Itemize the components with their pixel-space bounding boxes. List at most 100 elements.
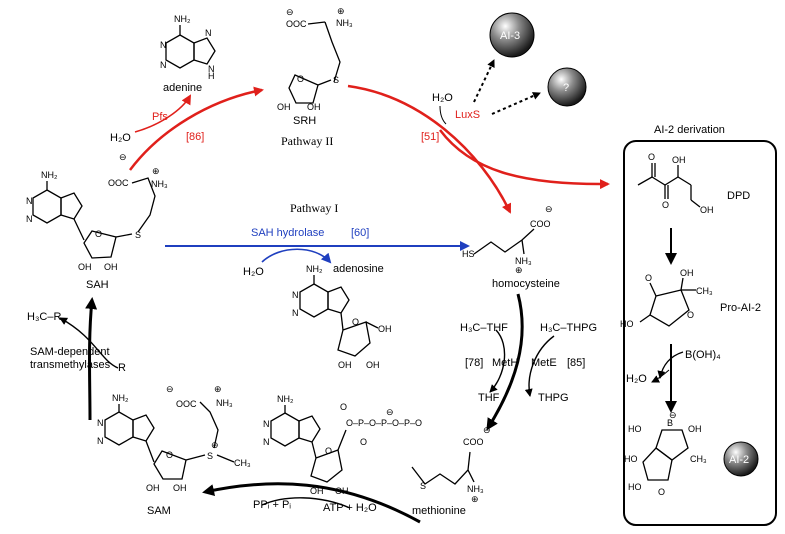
- adenosine-label: adenosine: [333, 263, 384, 275]
- svg-text:N: N: [160, 60, 167, 70]
- ref51-label: [51]: [421, 131, 439, 143]
- srh-structure: ⊖ OOC ⊕ NH₃ S O OH OH: [277, 6, 353, 112]
- svg-text:NH₂: NH₂: [112, 393, 129, 403]
- svg-text:O: O: [340, 402, 347, 412]
- svg-text:CH₃: CH₃: [690, 454, 707, 464]
- svg-text:OH: OH: [173, 483, 187, 493]
- svg-text:N: N: [292, 290, 299, 300]
- svg-text:NH₂: NH₂: [277, 394, 294, 404]
- atp-h2o-label: ATP + H₂O: [323, 502, 377, 514]
- svg-text:HO: HO: [628, 424, 642, 434]
- arrow-sam-to-sah: [85, 297, 98, 421]
- boron-reagent-label: B(OH)₄: [685, 349, 721, 361]
- adenosine-structure: NH₂ N N O OH OH OH: [292, 264, 392, 370]
- pathway-2-label: Pathway II: [281, 134, 333, 148]
- svg-text:HO: HO: [628, 482, 642, 492]
- svg-text:NH₂: NH₂: [306, 264, 323, 274]
- ai3-label: AI-3: [500, 30, 520, 42]
- svg-text:N: N: [208, 64, 215, 74]
- panel-title: AI-2 derivation: [654, 124, 725, 136]
- methionine-label: methionine: [412, 505, 466, 517]
- svg-text:OH: OH: [338, 360, 352, 370]
- svg-text:⊖: ⊖: [545, 204, 553, 214]
- svg-text:S: S: [207, 451, 213, 461]
- ai2-borate-structure: B ⊖ HO OH HO CH₃ HO O: [624, 410, 707, 497]
- h3c-r-label: H₃C–R: [27, 311, 61, 323]
- svg-text:N: N: [263, 437, 270, 447]
- unknown-sphere: [547, 67, 587, 107]
- dotted-arrow-ai3: [473, 59, 495, 103]
- svg-text:S: S: [135, 230, 141, 240]
- atp-structure: NH₂ N N O O–P–O–P–O–P–O ⊖ O O OH OH: [263, 394, 422, 496]
- svg-text:N: N: [160, 40, 167, 50]
- thf-label: THF: [478, 392, 500, 404]
- adenosine-release-curve: [261, 248, 332, 264]
- dpd-structure: O O OH OH: [637, 152, 714, 215]
- svg-text:O: O: [360, 437, 367, 447]
- svg-text:⊕: ⊕: [337, 6, 345, 16]
- thpg-label: THPG: [538, 392, 569, 404]
- svg-text:O: O: [297, 74, 304, 84]
- adenine-structure: NH₂ N N N N H: [160, 14, 216, 81]
- svg-text:⊕: ⊕: [515, 265, 523, 275]
- ai3-sphere: [489, 12, 535, 58]
- sam-label: SAM: [147, 505, 171, 517]
- homocysteine-label: homocysteine: [492, 278, 560, 290]
- svg-text:S: S: [420, 481, 426, 491]
- svg-text:OH: OH: [688, 424, 702, 434]
- svg-text:COO: COO: [530, 219, 551, 229]
- svg-text:OH: OH: [672, 155, 686, 165]
- svg-text:HS: HS: [462, 249, 475, 259]
- svg-text:O–P–O–P–O–P–O: O–P–O–P–O–P–O: [346, 418, 422, 428]
- dpd-label: DPD: [727, 190, 750, 202]
- mete-label: MetE: [531, 357, 557, 369]
- svg-text:O: O: [352, 317, 359, 327]
- h2o-boron-curve: [651, 369, 670, 383]
- svg-text:COO: COO: [463, 437, 484, 447]
- svg-text:NH₂: NH₂: [41, 170, 58, 180]
- svg-text:CH₃: CH₃: [696, 286, 713, 296]
- h2o-pfs-label: H₂O: [110, 132, 131, 144]
- svg-text:NH₃: NH₃: [467, 484, 484, 494]
- h2o-sah-label: H₂O: [243, 266, 264, 278]
- h2o-boron-label: H₂O: [626, 373, 647, 385]
- svg-text:OOC: OOC: [176, 399, 197, 409]
- unknown-label: ?: [563, 82, 569, 94]
- svg-text:S: S: [333, 75, 339, 85]
- transmethylases-line1: SAM-dependent: [30, 346, 110, 358]
- svg-text:NH₂: NH₂: [174, 14, 191, 24]
- pro-ai2-label: Pro-AI-2: [720, 302, 761, 314]
- svg-text:OH: OH: [146, 483, 160, 493]
- svg-text:OH: OH: [310, 486, 324, 496]
- svg-text:OH: OH: [700, 205, 714, 215]
- svg-text:OOC: OOC: [286, 19, 307, 29]
- svg-text:⊕: ⊕: [152, 166, 160, 176]
- svg-text:N: N: [263, 419, 270, 429]
- ai2-derivation-panel: [623, 140, 777, 526]
- meth-label: MetH: [492, 357, 518, 369]
- pfs-label: Pfs: [152, 111, 168, 123]
- svg-text:OH: OH: [366, 360, 380, 370]
- h3c-thf-label: H₃C–THF: [460, 322, 508, 334]
- ai2-sphere: [723, 441, 759, 477]
- arrow-sah-to-srh: [129, 86, 264, 171]
- svg-text:O: O: [658, 487, 665, 497]
- svg-text:OH: OH: [378, 324, 392, 334]
- svg-text:OOC: OOC: [108, 178, 129, 188]
- svg-text:H: H: [208, 71, 215, 81]
- dotted-arrow-unknown: [491, 92, 541, 115]
- svg-text:NH₃: NH₃: [216, 398, 233, 408]
- svg-text:O: O: [645, 273, 652, 283]
- svg-text:B: B: [667, 418, 673, 428]
- ref85-label: [85]: [567, 357, 585, 369]
- svg-text:⊕: ⊕: [211, 440, 219, 450]
- svg-text:CH₃: CH₃: [234, 458, 251, 468]
- boron-addition-curve: [657, 351, 684, 379]
- svg-text:OH: OH: [104, 262, 118, 272]
- svg-text:N: N: [292, 308, 299, 318]
- svg-text:⊕: ⊕: [471, 494, 479, 504]
- ref86-label: [86]: [186, 131, 204, 143]
- svg-text:HO: HO: [624, 454, 638, 464]
- svg-text:NH₃: NH₃: [515, 256, 532, 266]
